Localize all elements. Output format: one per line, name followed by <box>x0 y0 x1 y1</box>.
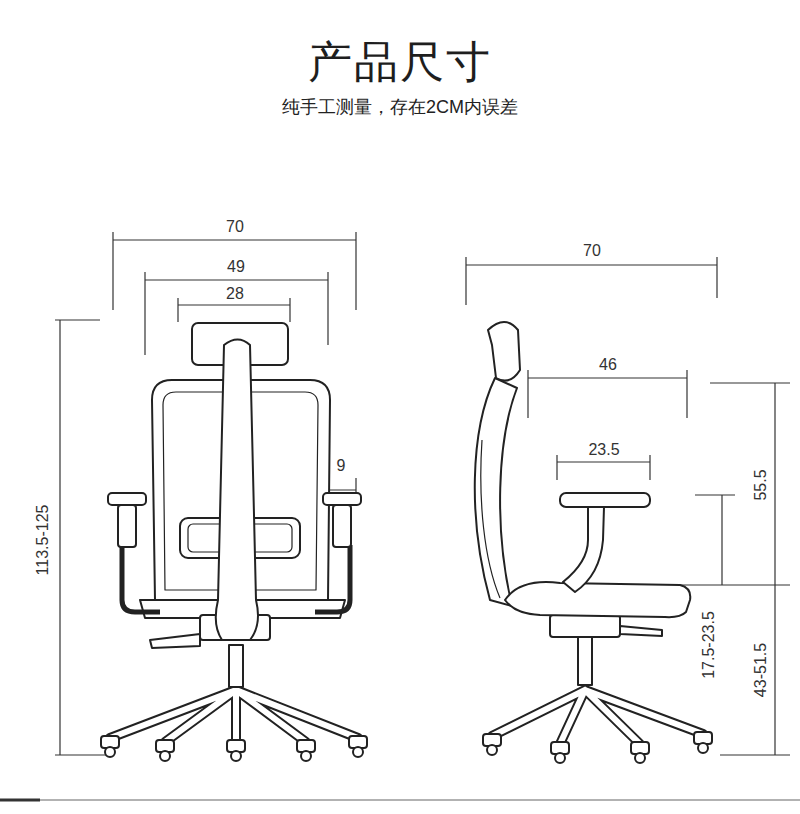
dimension-value: 70 <box>226 218 244 236</box>
dimension-value: 23.5 <box>588 441 619 459</box>
dimension-value: 17.5-23.5 <box>700 611 718 679</box>
footer-rule-mark <box>0 799 40 802</box>
dimension-value: 49 <box>227 258 245 276</box>
footer-rule <box>0 799 800 801</box>
dimension-value: 55.5 <box>752 469 770 500</box>
dimension-value: 28 <box>226 285 244 303</box>
dimension-value: 46 <box>599 356 617 374</box>
dimension-value: 9 <box>337 457 346 475</box>
dimension-value: 113.5-125 <box>34 505 52 576</box>
dimension-value: 43-51.5 <box>752 643 770 697</box>
chair-front <box>101 323 367 761</box>
title: 产品尺寸 <box>308 38 492 86</box>
dimension-lines <box>55 232 790 755</box>
chair-side <box>475 322 712 763</box>
subtitle-note: 纯手工测量，存在2CM内误差 <box>282 98 518 118</box>
dimension-value: 70 <box>583 242 601 260</box>
